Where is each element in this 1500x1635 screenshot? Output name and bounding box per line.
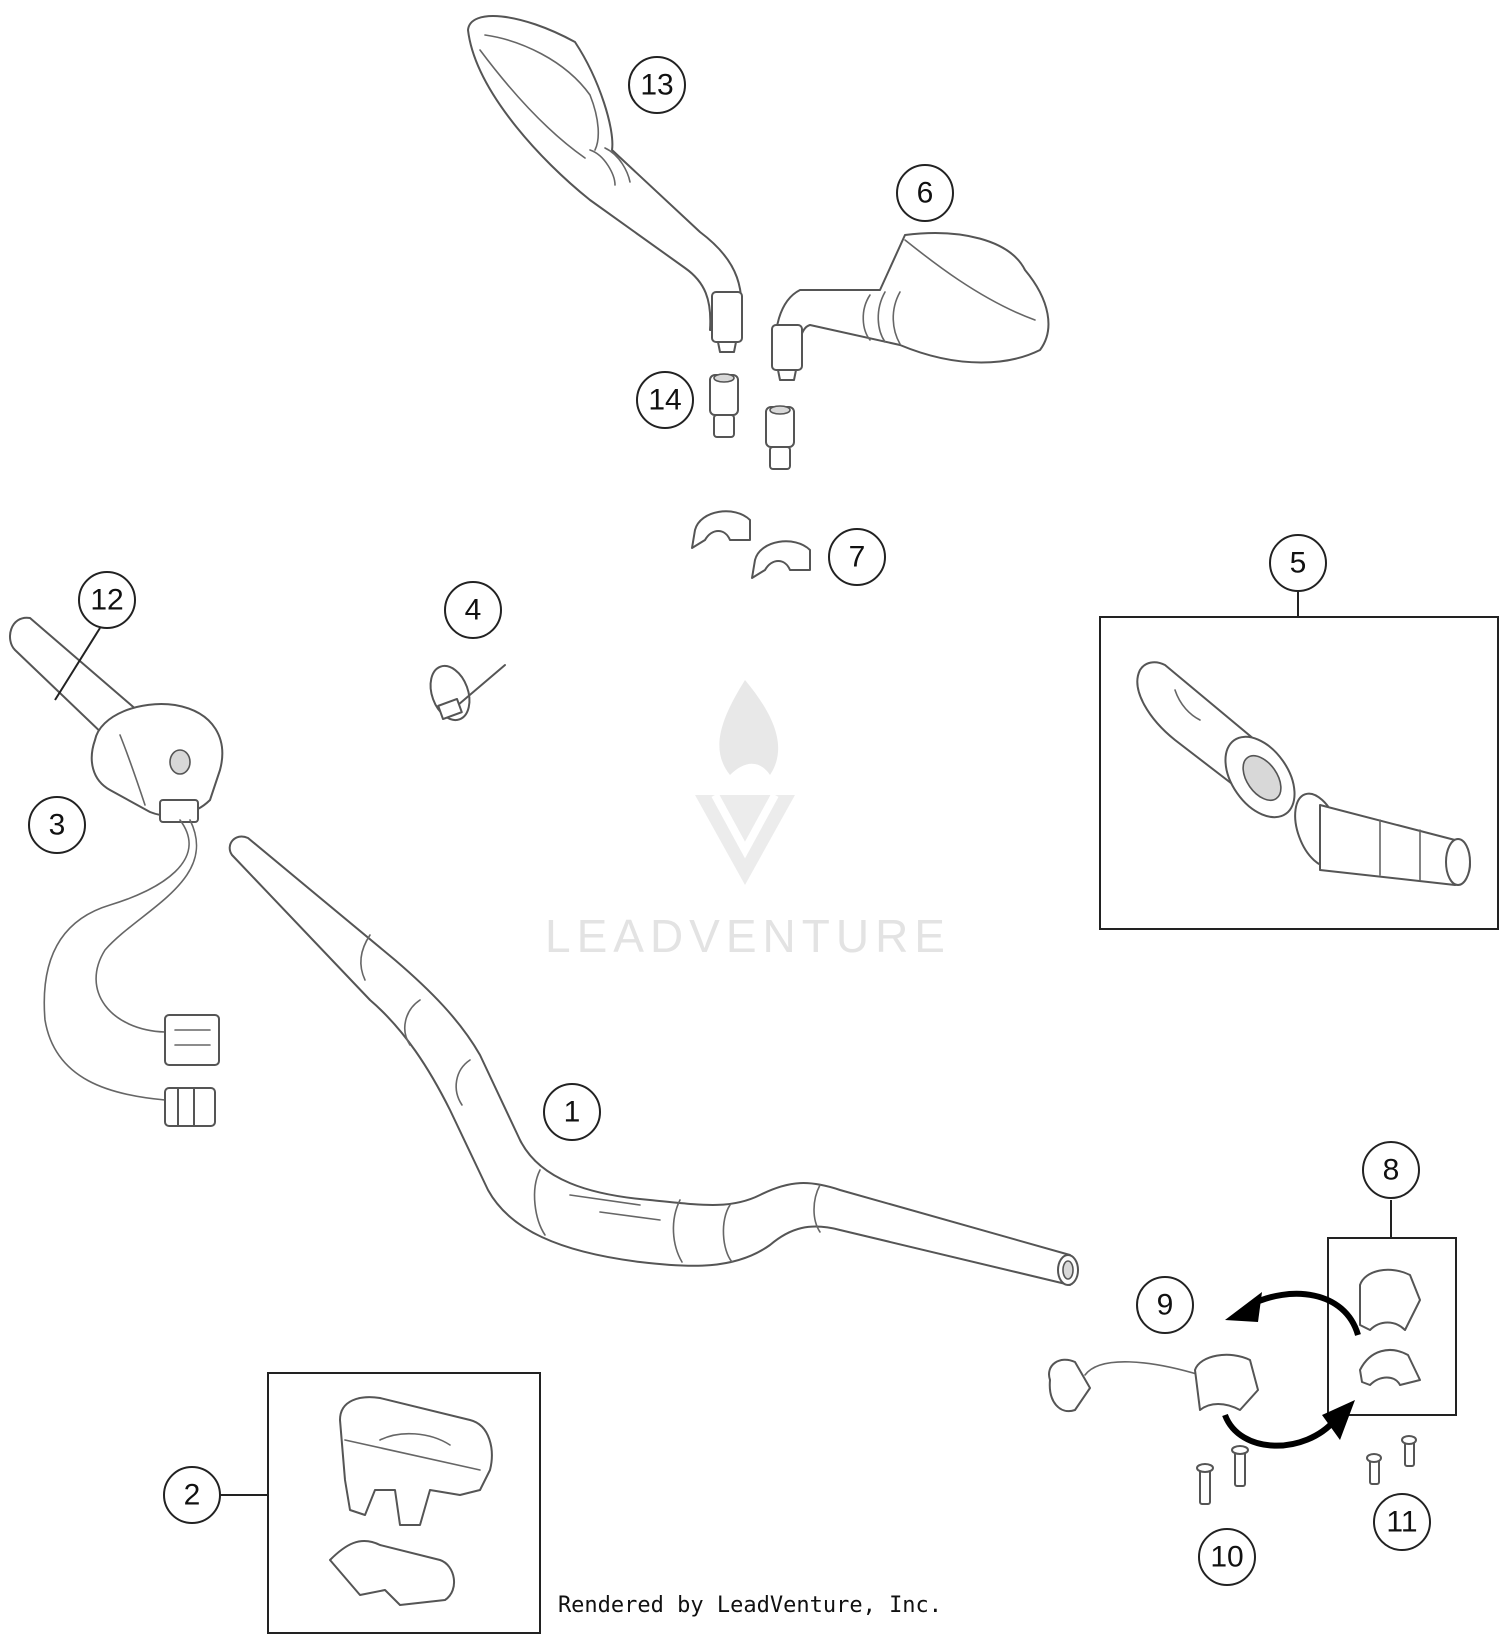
svg-text:2: 2 — [184, 1479, 201, 1512]
svg-text:10: 10 — [1210, 1541, 1243, 1574]
callout-10: 10 — [1198, 1528, 1256, 1586]
callout-5: 5 — [1269, 534, 1327, 592]
screws-11[interactable] — [1366, 1435, 1417, 1485]
callout-4: 4 — [444, 581, 502, 639]
throttle-assembly[interactable] — [9, 616, 224, 1127]
screws-10[interactable] — [1196, 1445, 1249, 1505]
switch-clamp-box — [1327, 1237, 1457, 1416]
svg-text:4: 4 — [465, 594, 482, 627]
switch-clamp[interactable] — [1359, 1268, 1421, 1386]
callout-13: 13 — [628, 56, 686, 114]
callout-12: 12 — [78, 571, 136, 629]
handlebar[interactable] — [228, 835, 1079, 1286]
svg-text:3: 3 — [49, 809, 66, 842]
callout-7: 7 — [828, 528, 886, 586]
grips[interactable] — [1136, 661, 1471, 886]
callout-8: 8 — [1362, 1141, 1420, 1199]
watermark-text: LEADVENTURE — [545, 910, 951, 962]
svg-text:8: 8 — [1383, 1154, 1400, 1187]
callout-11: 11 — [1373, 1493, 1431, 1551]
callout-3: 3 — [28, 796, 86, 854]
svg-text:14: 14 — [648, 384, 681, 417]
svg-text:11: 11 — [1386, 1506, 1417, 1539]
callout-9: 9 — [1136, 1276, 1194, 1334]
mirror-right[interactable] — [771, 232, 1050, 381]
mirror-left[interactable] — [467, 15, 743, 353]
svg-text:9: 9 — [1157, 1289, 1174, 1322]
callout-6: 6 — [896, 164, 954, 222]
watermark-logo — [695, 680, 795, 885]
clamp-cover[interactable] — [329, 1396, 493, 1606]
rotation-arrows — [1222, 1290, 1361, 1449]
callout-1: 1 — [543, 1083, 601, 1141]
clamp-cover-box — [267, 1372, 541, 1634]
callout-2: 2 — [163, 1466, 221, 1524]
cable-tie[interactable] — [424, 661, 506, 726]
leader-12 — [54, 627, 101, 701]
clamps[interactable] — [691, 510, 811, 579]
svg-text:6: 6 — [917, 177, 934, 210]
svg-text:1: 1 — [564, 1096, 581, 1129]
svg-text:7: 7 — [849, 541, 866, 574]
mirror-adapters[interactable] — [709, 373, 795, 470]
footer-credit: Rendered by LeadVenture, Inc. — [558, 1593, 942, 1618]
svg-text:5: 5 — [1290, 547, 1307, 580]
svg-text:12: 12 — [90, 584, 123, 617]
svg-text:13: 13 — [640, 69, 673, 102]
callout-14: 14 — [636, 371, 694, 429]
switch-unit[interactable] — [1048, 1353, 1259, 1413]
